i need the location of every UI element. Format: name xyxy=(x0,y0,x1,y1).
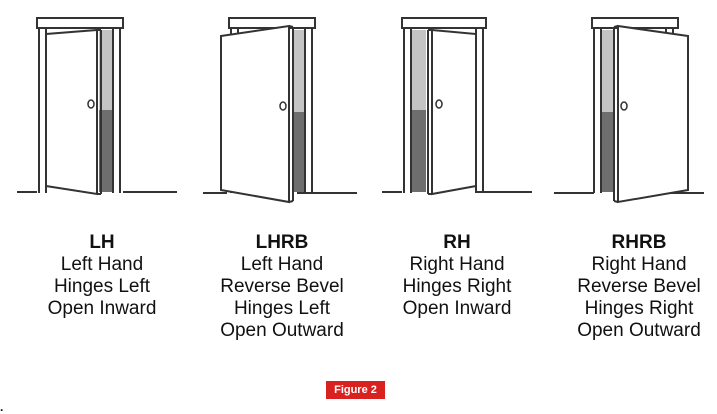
caption-lhrb: LHRB Left Hand Reverse Bevel Hinges Left… xyxy=(192,232,372,342)
caption-rh: RH Right Hand Hinges Right Open Inward xyxy=(367,232,547,320)
caption-lh: LH Left Hand Hinges Left Open Inward xyxy=(12,232,192,320)
door-code: LH xyxy=(89,232,115,253)
door-diagram-lh xyxy=(17,17,177,196)
door-diagram-rh xyxy=(382,17,532,196)
caption-line: Hinges Left xyxy=(53,276,151,297)
caption-line: Open Outward xyxy=(577,320,701,341)
door-code: RH xyxy=(443,232,471,253)
caption-line: Reverse Bevel xyxy=(577,276,701,297)
caption-line: Right Hand xyxy=(591,254,687,275)
door-diagram-rhrb xyxy=(554,17,704,204)
caption-line: Left Hand xyxy=(240,254,324,275)
caption-line: Open Inward xyxy=(402,298,512,319)
door-diagram-lhrb xyxy=(203,17,357,204)
stray-mark: . xyxy=(0,400,4,414)
caption-line: Open Outward xyxy=(220,320,344,341)
caption-line: Left Hand xyxy=(60,254,144,275)
caption-line: Right Hand xyxy=(409,254,505,275)
caption-rhrb: RHRB Right Hand Reverse Bevel Hinges Rig… xyxy=(549,232,717,342)
caption-line: Hinges Right xyxy=(402,276,512,297)
caption-line: Hinges Left xyxy=(233,298,331,319)
door-code: RHRB xyxy=(611,232,667,253)
caption-line: Hinges Right xyxy=(584,298,694,319)
caption-line: Open Inward xyxy=(47,298,157,319)
figure-label: Figure 2 xyxy=(326,381,385,399)
door-code: LHRB xyxy=(255,232,309,253)
caption-line: Reverse Bevel xyxy=(220,276,344,297)
